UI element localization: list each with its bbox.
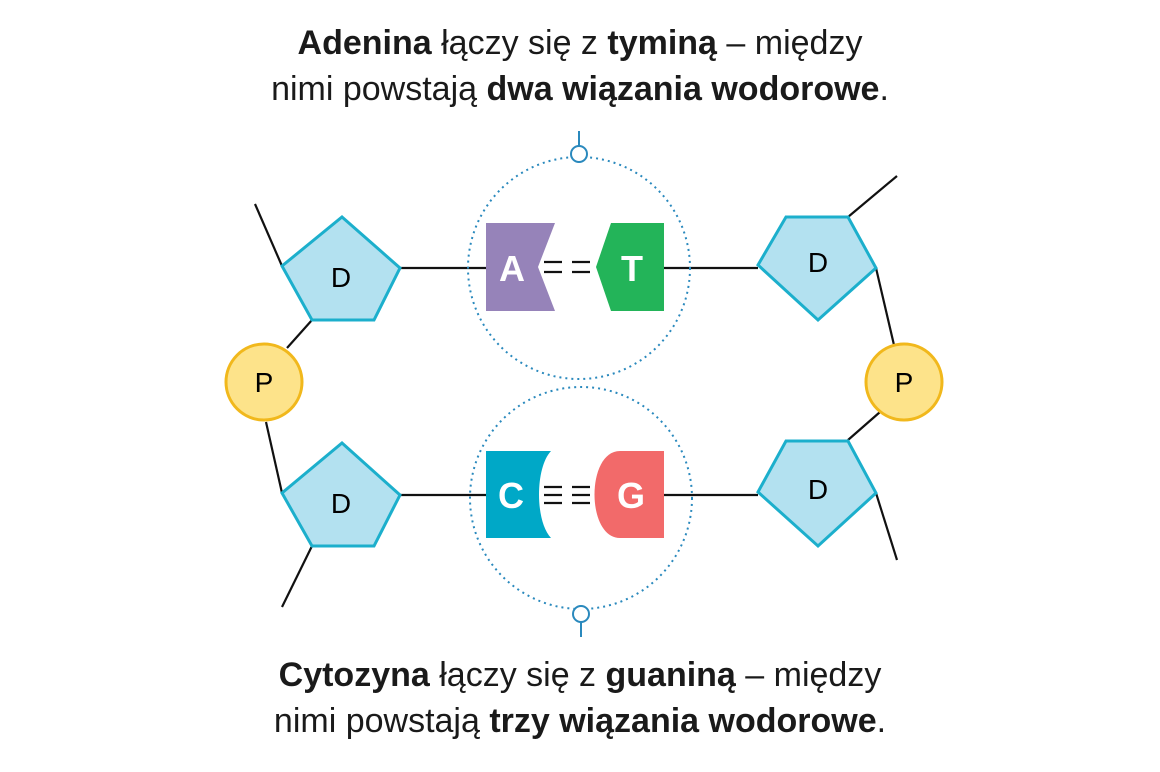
base-label-t: T xyxy=(621,248,643,289)
caption-segment: . xyxy=(879,70,889,108)
sugar-label: D xyxy=(331,488,351,519)
phosphate-label: P xyxy=(895,367,914,398)
caption-segment: dwa wiązania wodorowe xyxy=(486,70,880,108)
caption-segment: nimi powstają xyxy=(271,70,487,108)
caption-segment: tyminą xyxy=(607,24,717,62)
base-cytosine: C xyxy=(486,451,551,538)
caption-adenine-thymine: Adenina łączy się z tyminą – między nimi… xyxy=(0,20,1160,112)
sugar-bottom-right: D xyxy=(756,439,878,549)
sugar-top-left: D xyxy=(280,215,402,322)
caption-segment: łączy się z xyxy=(431,24,608,62)
caption-segment: – między xyxy=(735,656,882,694)
caption-top-line1: Adenina łączy się z tyminą – między xyxy=(0,20,1160,66)
sugar-bottom-left: D xyxy=(280,441,402,548)
base-label-g: G xyxy=(617,475,645,516)
caption-segment: nimi powstają xyxy=(273,702,490,740)
phosphate-right: P xyxy=(864,342,944,422)
phosphate-left: P xyxy=(224,342,304,422)
callout-pin-bottom xyxy=(572,605,590,623)
base-adenine: A xyxy=(486,223,555,311)
caption-segment: – między xyxy=(716,24,863,62)
callout-pins xyxy=(570,131,590,637)
sugar-top-right: D xyxy=(756,215,878,323)
backbone-lines xyxy=(253,175,899,608)
caption-segment: guaniną xyxy=(605,656,736,694)
base-label-a: A xyxy=(499,248,525,289)
sugar-label: D xyxy=(808,474,828,505)
hydrogen-bonds-cg xyxy=(544,485,590,505)
hydrogen-bonds-at xyxy=(544,260,590,274)
caption-segment: łączy się z xyxy=(429,656,606,694)
caption-segment: trzy wiązania wodorowe xyxy=(489,702,877,740)
phosphate-label: P xyxy=(255,367,274,398)
caption-top-line2: nimi powstają dwa wiązania wodorowe. xyxy=(0,66,1160,112)
base-guanine: G xyxy=(594,451,664,538)
caption-segment: Cytozyna xyxy=(278,656,430,694)
caption-bottom-line2: nimi powstają trzy wiązania wodorowe. xyxy=(0,698,1160,744)
caption-segment: Adenina xyxy=(297,24,432,62)
caption-segment: . xyxy=(876,702,887,740)
sugar-label: D xyxy=(808,247,828,278)
caption-bottom-line1: Cytozyna łączy się z guaniną – między xyxy=(0,652,1160,698)
base-label-c: C xyxy=(498,475,524,516)
callout-pin-top xyxy=(570,145,588,163)
sugar-label: D xyxy=(331,262,351,293)
base-thymine: T xyxy=(596,223,664,311)
caption-cytosine-guanine: Cytozyna łączy się z guaniną – między ni… xyxy=(0,652,1160,744)
